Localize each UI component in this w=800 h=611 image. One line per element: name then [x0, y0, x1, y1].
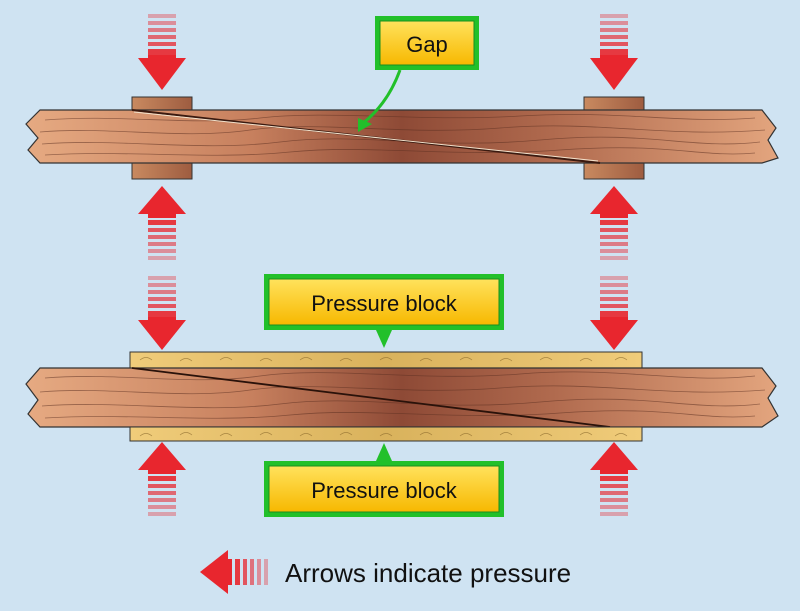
legend-text: Arrows indicate pressure [285, 558, 571, 588]
arrow-top-right-down [590, 14, 638, 90]
upper-pressure-block [129, 351, 643, 369]
arrow-top-right-up [590, 186, 638, 260]
pressure-block-label-bottom: Pressure block [311, 478, 458, 503]
bottom-wood-board [25, 367, 779, 428]
top-wood-board [25, 109, 779, 164]
arrow-bottom-right-down [590, 276, 638, 350]
top-right-upper-pad [583, 96, 645, 112]
arrow-bottom-right-up [590, 442, 638, 516]
legend: Arrows indicate pressure [200, 550, 571, 594]
top-right-lower-pad [583, 162, 645, 180]
top-joint-assembly [25, 96, 779, 180]
top-left-upper-pad [131, 96, 193, 112]
bottom-joint-assembly [25, 351, 779, 442]
gap-label: Gap [406, 32, 448, 57]
gap-leader-line [361, 69, 402, 126]
lower-pressure-block [129, 426, 643, 442]
top-left-lower-pad [131, 162, 193, 180]
arrow-top-left-down [138, 14, 186, 90]
pressure-block-label-top: Pressure block [311, 291, 458, 316]
pressure-block-callout-top: Pressure block [264, 274, 504, 348]
arrow-top-left-up [138, 186, 186, 260]
arrow-bottom-left-down [138, 276, 186, 350]
pressure-block-callout-bottom: Pressure block [264, 443, 504, 517]
gap-callout: Gap [358, 16, 479, 132]
bottom-scarf-joint-closed [131, 367, 611, 428]
legend-arrow-icon [200, 550, 268, 594]
bottom-wood-grain [39, 371, 766, 419]
arrow-bottom-left-up [138, 442, 186, 516]
